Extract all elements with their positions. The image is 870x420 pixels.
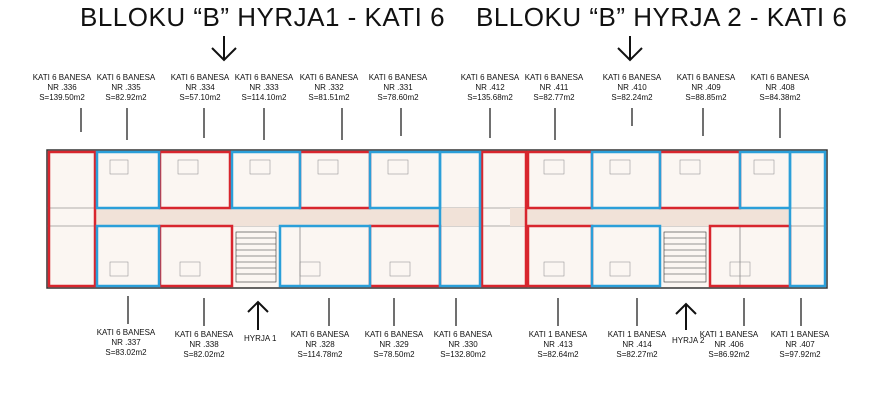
title-left: BLLOKU “B” HYRJA1 - KATI 6 — [80, 2, 446, 32]
leader-lines-bottom — [127, 296, 802, 326]
leader-lines-top — [80, 108, 781, 140]
arrow-up-icon — [247, 300, 269, 330]
stair-icon — [235, 231, 277, 283]
entrance-label-2: HYRJA 2 — [672, 336, 705, 345]
stair-icon — [663, 231, 707, 283]
arrow-down-icon — [617, 36, 643, 62]
entrance-label-1: HYRJA 1 — [244, 334, 277, 343]
arrow-down-icon — [211, 36, 237, 62]
title-right: BLLOKU “B” HYRJA 2 - KATI 6 — [476, 2, 848, 32]
arrow-up-icon — [675, 302, 697, 330]
